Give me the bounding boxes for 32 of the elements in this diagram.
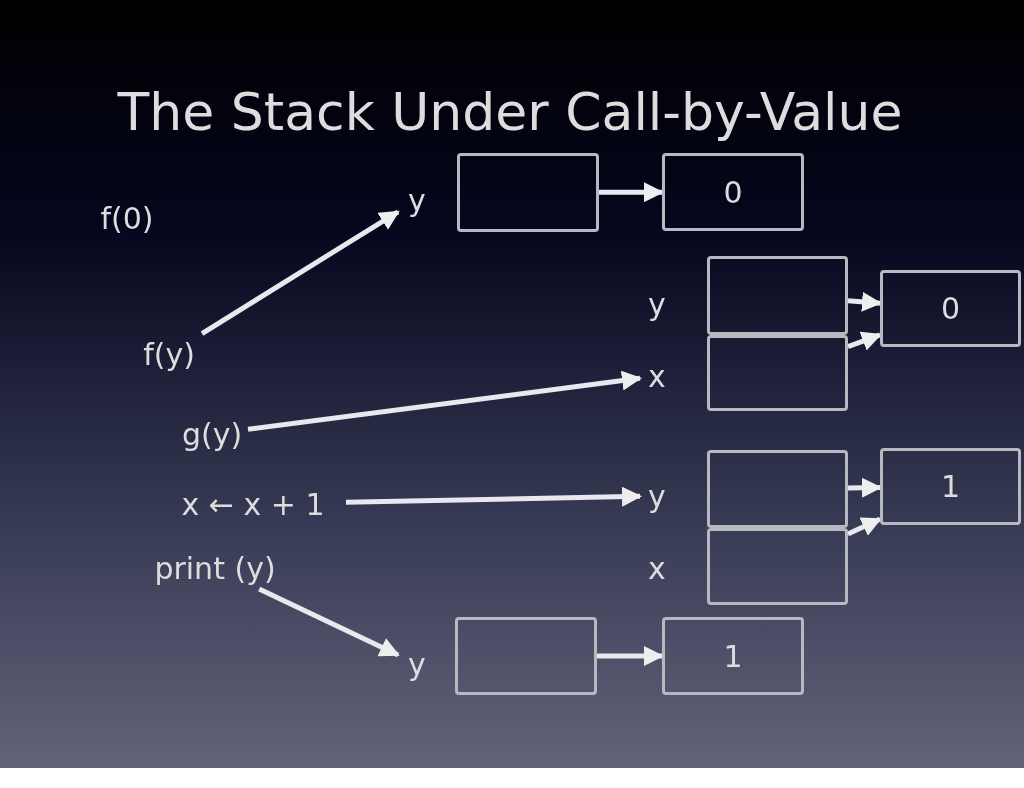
arrow <box>847 331 882 351</box>
code-text: print (y) <box>140 547 290 589</box>
arrow <box>847 477 882 498</box>
code-text: y <box>640 474 674 518</box>
arrow <box>200 209 400 336</box>
code-text: y <box>640 282 674 326</box>
code-text: y <box>398 642 436 686</box>
memory-cell <box>457 153 599 232</box>
code-text: x <box>640 356 674 396</box>
value-cell: 1 <box>880 448 1021 525</box>
code-text: y <box>398 178 436 222</box>
arrow <box>597 646 664 666</box>
code-text: g(y) <box>176 412 248 456</box>
memory-cell <box>707 528 848 605</box>
arrow <box>258 586 400 658</box>
code-text: x <box>640 548 674 588</box>
memory-cell <box>707 450 848 528</box>
arrow <box>846 516 882 537</box>
memory-cell <box>707 256 848 335</box>
arrow <box>599 182 664 203</box>
arrow <box>247 370 642 432</box>
value-cell: 0 <box>880 270 1021 347</box>
memory-cell <box>707 335 848 411</box>
code-text: x ← x + 1 <box>160 483 346 525</box>
code-text: f(0) <box>92 198 162 238</box>
value-cell: 0 <box>662 153 804 231</box>
arrow <box>847 291 882 312</box>
value-cell: 1 <box>662 617 804 695</box>
arrow <box>345 486 642 507</box>
memory-cell <box>455 617 597 695</box>
code-text: f(y) <box>136 332 202 376</box>
slide-title: The Stack Under Call-by-Value <box>116 82 904 142</box>
